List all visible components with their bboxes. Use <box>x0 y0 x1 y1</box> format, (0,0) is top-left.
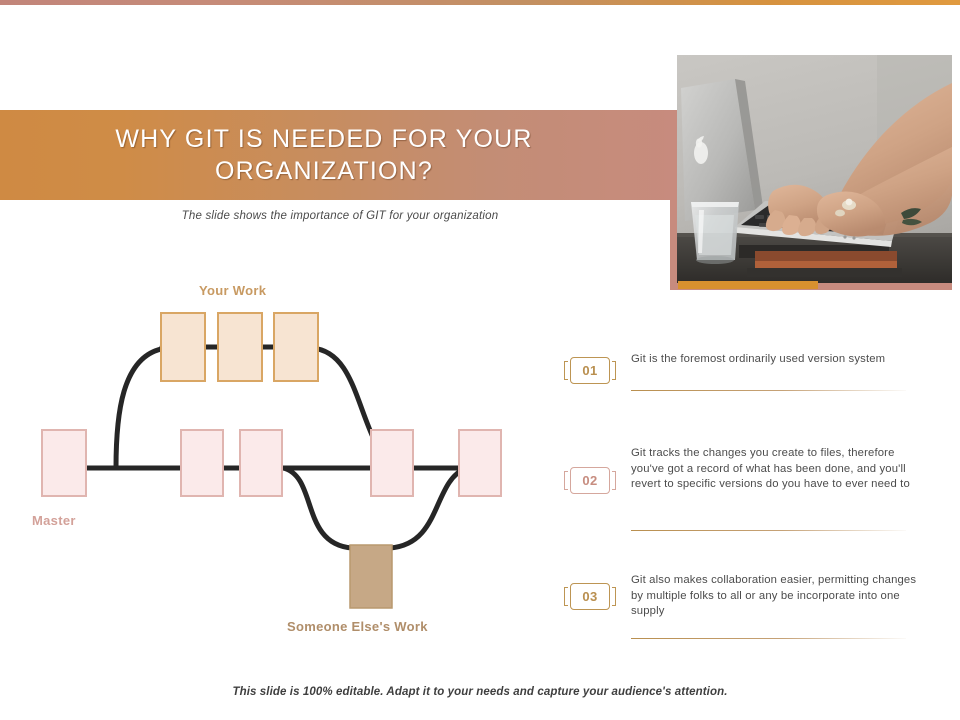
info-divider-02 <box>631 530 906 531</box>
subtitle: The slide shows the importance of GIT fo… <box>181 210 499 222</box>
title-banner: WHY GIT IS NEEDED FOR YOUR ORGANIZATION? <box>0 110 678 200</box>
top-accent-strip <box>0 0 960 5</box>
info-badge-01: 01 <box>564 357 616 384</box>
diagram-label-your-work: Your Work <box>199 283 267 298</box>
info-divider-03 <box>631 638 906 639</box>
page-title: WHY GIT IS NEEDED FOR YOUR ORGANIZATION? <box>115 124 533 186</box>
footer-note: This slide is 100% editable. Adapt it to… <box>232 686 728 698</box>
photo-orange-bar <box>678 281 818 289</box>
diagram-label-master: Master <box>32 513 76 528</box>
diagram-label-someone-else: Someone Else's Work <box>287 619 428 634</box>
info-badge-02: 02 <box>564 467 616 494</box>
git-branch-diagram <box>0 260 560 660</box>
header-photo <box>677 55 952 283</box>
info-text-03: Git also makes collaboration easier, per… <box>631 574 917 618</box>
info-text-01: Git is the foremost ordinarily used vers… <box>631 353 886 365</box>
info-badge-03: 03 <box>564 583 616 610</box>
info-divider-01 <box>631 390 906 391</box>
info-text-02: Git tracks the changes you create to fil… <box>631 447 910 491</box>
